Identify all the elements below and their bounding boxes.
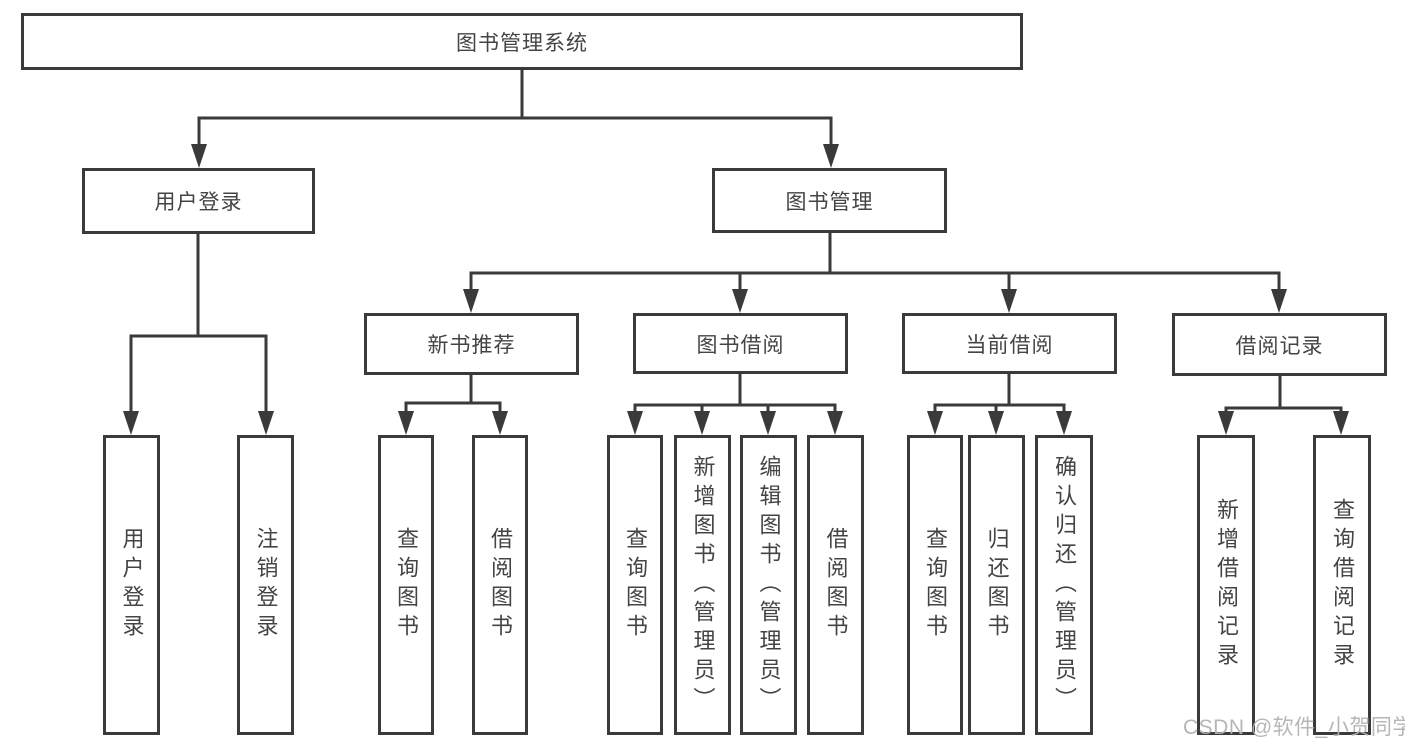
- node-current-borrowing: 当前借阅: [902, 313, 1117, 374]
- leaf-logout: 注销登录: [237, 435, 294, 735]
- node-user-login: 用户登录: [82, 168, 315, 234]
- node-label: 新书推荐: [427, 334, 516, 357]
- leaf-label: 查询图书: [923, 527, 948, 643]
- leaf-return-book: 归还图书: [968, 435, 1025, 735]
- leaf-add-borrow-record: 新增借阅记录: [1197, 435, 1255, 735]
- leaf-label: 新增借阅记录: [1214, 498, 1239, 672]
- leaf-label: 编辑图书（管理员）: [756, 454, 782, 716]
- node-book-borrowing: 图书借阅: [633, 313, 848, 374]
- node-label: 借阅记录: [1235, 334, 1324, 358]
- leaf-label: 查询图书: [394, 527, 419, 643]
- node-book-management: 图书管理: [712, 168, 947, 233]
- leaf-query-borrow-record: 查询借阅记录: [1313, 435, 1371, 735]
- leaf-label: 确认归还（管理员）: [1052, 454, 1077, 716]
- leaf-query-books-recommend: 查询图书: [378, 435, 434, 735]
- leaf-label: 借阅图书: [488, 527, 513, 643]
- leaf-edit-book-admin: 编辑图书（管理员）: [740, 435, 797, 735]
- leaf-label: 归还图书: [984, 527, 1010, 643]
- leaf-label: 查询图书: [623, 527, 648, 643]
- node-label: 图书管理: [785, 190, 874, 214]
- leaf-label: 用户登录: [119, 527, 145, 643]
- leaf-label: 借阅图书: [823, 527, 849, 643]
- node-label: 用户登录: [154, 191, 243, 214]
- leaf-add-book-admin: 新增图书（管理员）: [674, 435, 731, 735]
- node-borrowing-records: 借阅记录: [1172, 313, 1387, 376]
- csdn-watermark: CSDN @软件_小贺同学: [1183, 716, 1405, 739]
- node-label: 当前借阅: [965, 333, 1054, 357]
- leaf-label: 查询借阅记录: [1330, 498, 1355, 672]
- node-label: 图书借阅: [696, 333, 785, 357]
- node-label: 图书管理系统: [456, 31, 588, 55]
- leaf-user-login: 用户登录: [103, 435, 160, 735]
- leaf-query-books-current: 查询图书: [907, 435, 963, 735]
- leaf-borrow-books-borrowing: 借阅图书: [807, 435, 864, 735]
- leaf-label: 注销登录: [253, 527, 279, 643]
- leaf-confirm-return-admin: 确认归还（管理员）: [1035, 435, 1093, 735]
- node-library-system: 图书管理系统: [21, 13, 1023, 70]
- node-new-book-recommend: 新书推荐: [364, 313, 579, 375]
- leaf-query-books-borrowing: 查询图书: [607, 435, 663, 735]
- leaf-label: 新增图书（管理员）: [690, 454, 716, 716]
- leaf-borrow-books-recommend: 借阅图书: [472, 435, 528, 735]
